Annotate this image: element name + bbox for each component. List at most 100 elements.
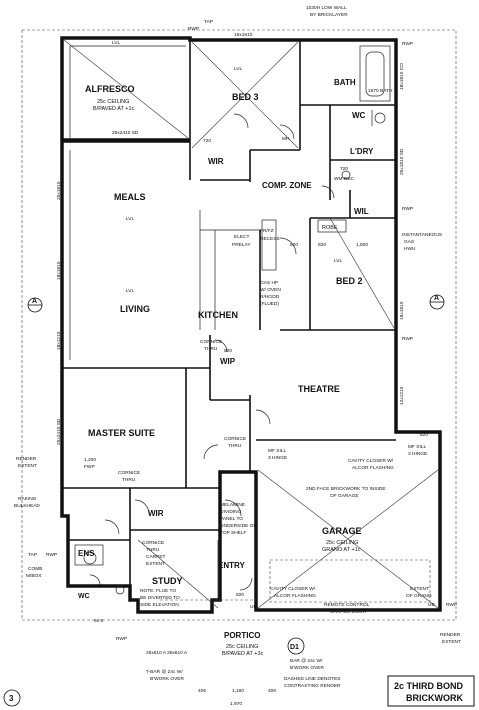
label-dim-left-2: 18x1810	[56, 261, 62, 280]
label-gas-hp: GAS HP	[260, 280, 278, 286]
garage-ceiling: 25c CEILING	[326, 540, 358, 546]
room-wir-top: WIR	[208, 157, 224, 166]
label-melamine-3: PANEL TO	[220, 516, 243, 522]
section-marker-d1	[287, 637, 305, 655]
room-meals: MEALS	[114, 192, 146, 202]
room-master-suite: MASTER SUITE	[88, 428, 155, 438]
room-kitchen: KITCHEN	[198, 310, 238, 320]
label-flue-2: BE DIVERTED TO	[140, 595, 180, 601]
label-inst-gas3: HWU	[404, 246, 416, 252]
label-thru-1: THRU	[204, 346, 218, 352]
label-inst-gas2: GAS	[404, 239, 414, 245]
section-marker-a-left	[27, 297, 43, 313]
inner-walls	[62, 40, 396, 586]
label-cornice-2: CORNICE	[224, 436, 246, 442]
room-portico: PORTICO	[224, 631, 260, 640]
label-mbox: M/BOX	[26, 573, 42, 579]
portico-ceiling: 25c CEILING	[226, 644, 258, 650]
label-820-a: 820	[290, 242, 298, 248]
section-marker-a-right	[429, 294, 445, 310]
label-raking: RAKING	[18, 496, 37, 502]
label-dim-406: 406	[198, 688, 206, 694]
label-fwp: FWP	[84, 464, 95, 470]
outer-walls	[60, 36, 442, 614]
label-820-b: 820	[318, 242, 326, 248]
room-wip: WIP	[220, 357, 236, 366]
label-720-b: 720	[340, 166, 348, 172]
label-820-e: 820	[236, 592, 244, 598]
label-section-a-left: A	[32, 298, 37, 305]
label-section-d1: D1	[290, 644, 299, 651]
label-rangehood: R/HOOD	[260, 294, 280, 300]
room-bed3: BED 3	[232, 92, 259, 102]
title-box	[387, 675, 475, 707]
label-tap-top: TAP	[204, 19, 213, 25]
label-wm-rec: WM REC	[334, 176, 355, 182]
label-cornice-4: CORNICE	[142, 540, 164, 546]
label-mf-sill-b: MF SILL	[408, 444, 426, 450]
label-flue-3: SIDE ELEVATION	[140, 602, 179, 608]
room-bed2: BED 2	[336, 276, 363, 286]
label-inst-gas: INSTANTANEOUS	[402, 232, 442, 238]
label-dim-right-2: 25x1810 SD	[399, 148, 405, 175]
label-rwp-top: RWP	[188, 26, 199, 32]
label-rwp-right-3: RWP	[402, 336, 413, 342]
label-lvl-5: LVL	[334, 258, 343, 264]
label-dim-left-1: 25x1810	[56, 181, 62, 200]
label-mh: MH	[282, 136, 290, 142]
label-render-extent-left: RENDER	[16, 456, 37, 462]
title-line-2: BRICKWORK	[406, 693, 463, 703]
label-dim-right-1: 18x1810 CO	[399, 63, 405, 90]
room-entry: ENTRY	[218, 561, 245, 570]
portico-floor: B/PAVED AT +3c	[222, 651, 264, 657]
label-rwp-right-2: RWP	[402, 206, 413, 212]
label-render-extent-right2: EXTENT	[442, 639, 461, 645]
label-dim-406b: 406	[268, 688, 276, 694]
label-dim-right-4: 12x1210	[399, 386, 405, 405]
label-frfz: FR/FZ	[260, 228, 274, 234]
room-garage: GARAGE	[322, 526, 362, 536]
label-cornice-3: CORNICE	[118, 470, 140, 476]
label-melamine-4: UNDERSIDE OF	[220, 523, 256, 529]
label-elect: ELECT	[234, 234, 250, 240]
label-extent: EXTENT	[146, 561, 165, 567]
label-lvl-4: LVL	[126, 288, 135, 294]
label-dim-1970: 1,970	[230, 701, 242, 707]
label-mf-sill-a: MF SILL	[268, 448, 286, 454]
label-flued: (FLUED)	[260, 301, 279, 307]
label-tap-left: TAP	[28, 552, 37, 558]
room-ens: ENS	[78, 549, 95, 558]
label-720-a: 720	[203, 138, 211, 144]
label-cornice-1: CORNICE	[200, 339, 222, 345]
section-marker-3	[3, 689, 21, 707]
room-study: STUDY	[152, 576, 183, 586]
label-dim-top: 18x1810	[234, 32, 253, 38]
label-ub-2: UB	[428, 602, 435, 608]
label-by-bricklayer: BY BRICKLAYER	[310, 12, 348, 18]
label-extent-grano2: OF GRANO	[406, 593, 432, 599]
room-wil: WIL	[354, 207, 369, 216]
label-sd-alfresco: 25x2410 SD	[112, 130, 139, 136]
label-ub-1: UB	[250, 604, 257, 610]
room-wir-mid: WIR	[148, 509, 164, 518]
room-wc-top: WC	[352, 111, 366, 120]
label-render-extent-right: RENDER	[440, 632, 461, 638]
room-living: LIVING	[120, 304, 150, 314]
label-cavity-top: CAVITY CLOSER W/	[348, 458, 394, 464]
dashed-lines	[21, 29, 457, 621]
room-theatre: THEATRE	[298, 384, 340, 394]
ceiling-diagonals	[63, 39, 439, 609]
label-1200: 1,200	[84, 457, 96, 463]
label-dim-left-4: 25x2410 SD	[56, 418, 62, 445]
label-rwp-left: RWP	[46, 552, 57, 558]
label-thru-4: THRU	[146, 547, 160, 553]
label-bar-right-1: BAR @ 24c W/	[290, 658, 323, 664]
label-cavity-bot: CAVITY CLOSER W/	[270, 586, 316, 592]
label-extent-grano: EXTENT	[410, 586, 429, 592]
label-lvl-1: LVL	[112, 40, 121, 46]
label-rwp-right-4: RWP	[446, 602, 457, 608]
label-dim-left-3: 18x1210	[56, 331, 62, 350]
room-ldry: L'DRY	[350, 147, 374, 156]
label-dim-right-3: 18x1810	[399, 301, 405, 320]
